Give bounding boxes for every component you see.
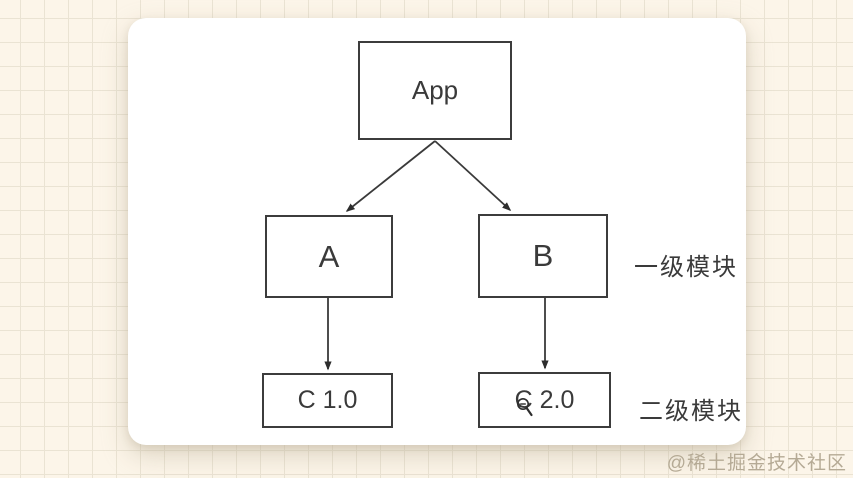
- node-b-label: B: [532, 238, 554, 273]
- node-a: A: [265, 215, 393, 298]
- annotation-level1: 一级模块: [634, 254, 738, 281]
- node-app: App: [358, 41, 512, 140]
- node-c-2-0-label: C 2.0: [514, 385, 575, 414]
- node-c-1-0-label: C 1.0: [297, 386, 358, 414]
- annotation-level2: 二级模块: [639, 398, 743, 425]
- diagram-card: App A B C 1.0 C 2.0 一级模块 二级模块: [128, 18, 746, 445]
- node-b: B: [478, 214, 608, 298]
- edge-app-to-b: [434, 140, 512, 212]
- node-app-label: App: [411, 75, 459, 105]
- node-a-label: A: [318, 238, 340, 274]
- watermark-text: @稀土掘金技术社区: [666, 453, 847, 474]
- node-c-1-0: C 1.0: [262, 373, 393, 428]
- edge-app-to-a: [345, 140, 436, 212]
- node-c-2-0: C 2.0: [478, 372, 611, 428]
